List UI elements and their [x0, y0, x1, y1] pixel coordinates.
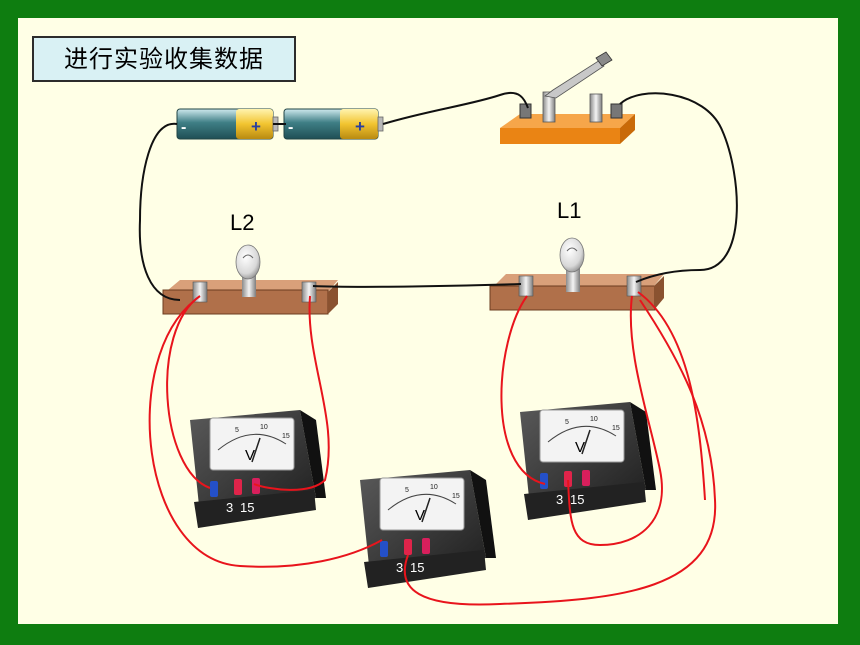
vm-scale-10: 10	[430, 484, 438, 491]
vr-scale-5: 5	[565, 419, 569, 426]
vr-term-15: 15	[570, 492, 584, 507]
black-wires	[138, 91, 738, 301]
vl-term-3: 3	[226, 500, 233, 515]
vm-term-15: 15	[410, 560, 424, 575]
vr-scale-15: 15	[612, 425, 620, 432]
lamp-l2-label: L2	[230, 210, 254, 235]
vm-symbol: V	[415, 507, 425, 524]
title-box: 进行实验收集数据	[32, 36, 296, 82]
voltmeter-middle: 5 10 15 V 3 15	[360, 470, 496, 588]
vr-scale-10: 10	[590, 416, 598, 423]
vm-scale-15: 15	[452, 493, 460, 500]
knife-switch	[500, 51, 635, 144]
vl-scale-10: 10	[260, 424, 268, 431]
vl-scale-15: 15	[282, 433, 290, 440]
battery-2-plus: +	[355, 117, 365, 136]
vm-scale-5: 5	[405, 487, 409, 494]
lamp-l2: L2	[162, 210, 338, 315]
diagram-panel: 进行实验收集数据	[18, 18, 838, 624]
vl-symbol: V	[245, 447, 255, 464]
vm-term-3: 3	[396, 560, 403, 575]
vl-scale-5: 5	[235, 427, 239, 434]
voltmeter-left: 5 10 15 V 3 15	[190, 410, 326, 528]
lamp-l1-label: L1	[557, 198, 581, 223]
battery-2: - +	[283, 108, 384, 140]
title-text: 进行实验收集数据	[64, 45, 264, 73]
voltmeter-right: 5 10 15 V 3 15	[520, 402, 656, 520]
battery-1-minus: -	[181, 119, 186, 136]
vr-term-3: 3	[556, 492, 563, 507]
battery-2-minus: -	[288, 119, 293, 136]
vr-symbol: V	[575, 439, 585, 456]
battery-1: - +	[176, 108, 279, 140]
battery-1-plus: +	[251, 117, 261, 136]
vl-term-15: 15	[240, 500, 254, 515]
red-wires	[148, 291, 717, 606]
lamp-l1: L1	[489, 198, 664, 311]
